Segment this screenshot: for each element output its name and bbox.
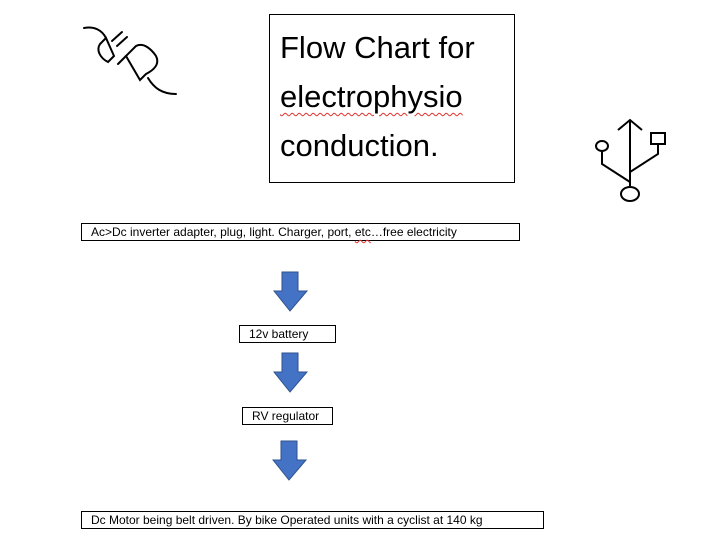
step-box-adapter: Ac>Dc inverter adapter, plug, light. Cha… bbox=[81, 223, 520, 241]
title-line-1: Flow Chart for bbox=[280, 30, 475, 65]
down-arrow-2 bbox=[273, 352, 309, 393]
step-box-battery: 12v battery bbox=[239, 325, 336, 343]
step-text: Ac>Dc inverter adapter, plug, light. Cha… bbox=[91, 225, 355, 239]
usb-icon bbox=[595, 118, 666, 202]
plug-icon bbox=[83, 26, 177, 95]
step-box-motor: Dc Motor being belt driven. By bike Oper… bbox=[81, 511, 544, 529]
down-arrow-3 bbox=[272, 440, 308, 481]
title-line-2: electrophysio bbox=[280, 79, 463, 114]
step-text: 12v battery bbox=[249, 327, 309, 341]
step-text-flagged: etc bbox=[354, 225, 371, 239]
title-line-3: conduction. bbox=[280, 128, 439, 163]
step-text-tail: …free electricity bbox=[370, 225, 457, 239]
title-box: Flow Chart for electrophysio conduction. bbox=[269, 14, 515, 183]
down-arrow-1 bbox=[273, 271, 309, 312]
step-text: RV regulator bbox=[252, 409, 320, 423]
step-text: Dc Motor being belt driven. By bike Oper… bbox=[91, 513, 483, 527]
step-box-regulator: RV regulator bbox=[242, 407, 333, 425]
